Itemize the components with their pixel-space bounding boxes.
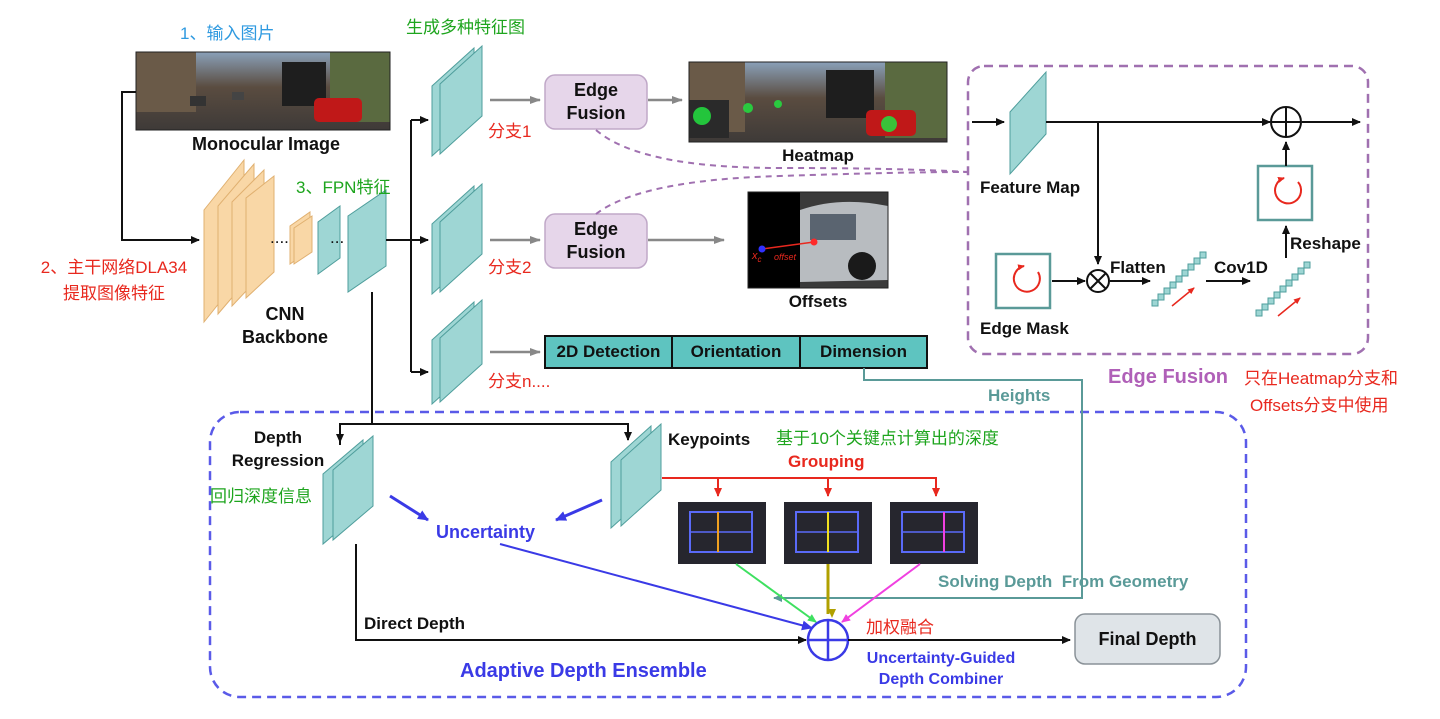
panel-flatten-label: Flatten — [1110, 258, 1166, 277]
head-table — [544, 335, 928, 369]
fpn-feature-layers — [317, 189, 387, 293]
edge-fusion-link-2 — [595, 171, 969, 215]
step-backbone-line1: 2、主干网络DLA34 — [40, 258, 188, 277]
offsets-photo — [747, 191, 889, 289]
panel-conv1d-vector — [1255, 261, 1311, 317]
edge-fusion-note-line1: 只在Heatmap分支和 — [1244, 369, 1398, 388]
branch1-feature-maps — [431, 44, 483, 158]
keypoints-maps — [610, 422, 662, 530]
step-multi-features: 生成多种特征图 — [406, 18, 525, 37]
branchn-label: 分支n.... — [488, 372, 551, 391]
offset-annotation: offset — [774, 252, 797, 262]
heatmap-label: Heatmap — [782, 146, 854, 165]
grouping-label: Grouping — [788, 452, 865, 471]
cnn-backbone-layers — [203, 158, 313, 324]
panel-feature-map-label: Feature Map — [980, 178, 1081, 197]
edge-fusion-1-line2: Fusion — [566, 103, 626, 123]
edge-fusion-panel-frame — [966, 64, 1370, 356]
edge-fusion-2-line2: Fusion — [566, 242, 626, 262]
uncertainty-label: Uncertainty — [436, 522, 536, 542]
backbone-ellipsis: .... — [270, 228, 289, 247]
heights-label: Heights — [988, 386, 1051, 405]
panel-conv1d-label: Cov1D — [1214, 258, 1268, 277]
adaptive-depth-ensemble-frame — [208, 410, 1248, 699]
regress-depth-cn: 回归深度信息 — [210, 487, 312, 506]
branch1-label: 分支1 — [488, 122, 532, 141]
edge-fusion-2-line1: Edge — [573, 219, 618, 239]
direct-depth-label: Direct Depth — [364, 614, 466, 633]
monocular-image-label: Monocular Image — [191, 134, 341, 154]
panel-edge-mask-label: Edge Mask — [980, 319, 1069, 338]
keypoints-label: Keypoints — [668, 430, 751, 449]
depth-regression-maps — [322, 434, 374, 546]
step-fpn: 3、FPN特征 — [296, 178, 391, 197]
branchn-feature-maps — [431, 298, 483, 406]
depth-regression-line1: Depth — [253, 428, 303, 447]
offsets-label: Offsets — [788, 292, 848, 311]
monocular-image-photo — [135, 51, 391, 131]
panel-edge-mask — [994, 252, 1052, 310]
xc-label: xc — [752, 250, 762, 265]
edge-fusion-1-line1: Edge — [573, 80, 618, 100]
combiner-label-line1: Uncertainty-Guided — [866, 650, 1016, 667]
cnn-label-line2: Backbone — [241, 327, 329, 347]
head-2d-detection: 2D Detection — [556, 342, 661, 361]
step-input-image: 1、输入图片 — [180, 24, 275, 43]
step-backbone-line2: 提取图像特征 — [63, 284, 165, 303]
keypoint-thumb-3 — [890, 502, 978, 564]
head-dimension: Dimension — [820, 342, 907, 361]
panel-reshape-box — [1256, 164, 1314, 222]
heights-connector — [773, 368, 1083, 602]
heatmap-photo — [688, 61, 948, 143]
branch2-label: 分支2 — [488, 258, 532, 277]
ensemble-title: Adaptive Depth Ensemble — [460, 660, 707, 682]
keypoints-cn: 基于10个关键点计算出的深度 — [776, 429, 999, 448]
weighted-fusion-label: 加权融合 — [866, 618, 934, 637]
edge-fusion-box-1 — [544, 74, 648, 130]
edge-fusion-title: Edge Fusion — [1108, 366, 1228, 388]
cnn-label-line1: CNN — [265, 304, 305, 324]
edge-fusion-link-1 — [595, 129, 969, 173]
panel-reshape-label: Reshape — [1290, 234, 1361, 253]
panel-feature-map — [1009, 70, 1047, 176]
final-depth-box — [1074, 613, 1221, 665]
combiner-label-line2: Depth Combiner — [878, 671, 1004, 688]
depth-regression-line2: Regression — [231, 451, 325, 470]
branch2-feature-maps — [431, 182, 483, 296]
panel-flatten-vector — [1151, 251, 1207, 307]
head-orientation: Orientation — [690, 342, 782, 361]
keypoint-thumb-2 — [784, 502, 872, 564]
keypoint-thumb-1 — [678, 502, 766, 564]
fpn-ellipsis: ... — [330, 228, 345, 247]
edge-fusion-note-line2: Offsets分支中使用 — [1250, 396, 1389, 415]
solving-depth-label: Solving Depth From Geometry — [938, 572, 1189, 591]
final-depth-label: Final Depth — [1098, 628, 1197, 649]
